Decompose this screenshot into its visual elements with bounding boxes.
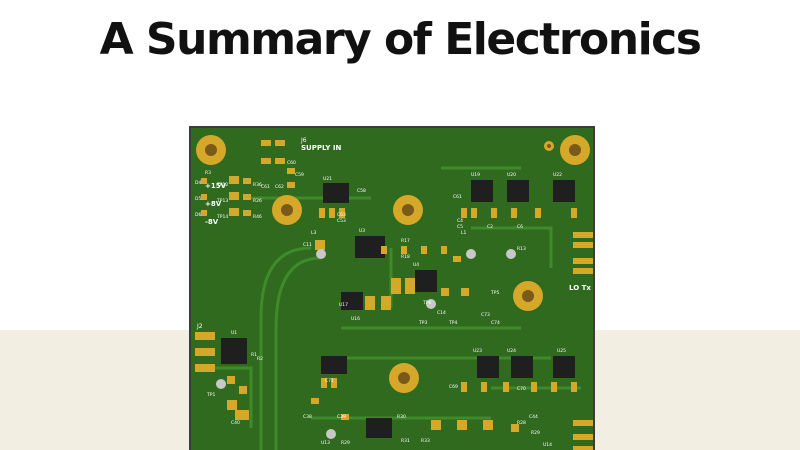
svg-text:C74: C74	[491, 320, 500, 326]
svg-text:C59: C59	[295, 172, 304, 178]
svg-text:TP6: TP6	[422, 300, 431, 306]
svg-text:C58: C58	[357, 188, 366, 194]
svg-text:U3: U3	[359, 228, 365, 234]
svg-text:R13: R13	[517, 246, 526, 252]
svg-text:R1: R1	[251, 352, 257, 358]
svg-text:D4: D4	[195, 180, 201, 186]
silk-rail-8v: +8V	[205, 200, 222, 208]
svg-text:U22: U22	[553, 172, 562, 178]
svg-text:C60: C60	[287, 160, 296, 166]
svg-text:TP3: TP3	[418, 320, 427, 326]
svg-text:C53: C53	[337, 218, 346, 224]
svg-text:C44: C44	[529, 414, 538, 420]
svg-text:C5: C5	[457, 224, 463, 230]
silk-refdes: R3 D4 D5 D6 TP12 TP13 TP14 R36 R26 R46 C…	[195, 160, 566, 448]
svg-text:TP4: TP4	[448, 320, 457, 326]
svg-text:D6: D6	[195, 212, 201, 218]
page-title: A Summary of Electronics	[99, 14, 702, 65]
svg-text:U4: U4	[413, 262, 419, 268]
svg-text:R2: R2	[257, 356, 263, 362]
svg-text:U17: U17	[339, 302, 348, 308]
svg-text:U20: U20	[507, 172, 516, 178]
svg-text:C61: C61	[261, 184, 270, 190]
svg-text:R18: R18	[401, 254, 410, 260]
pcb-image: J6 SUPPLY IN +15V +8V -8V LO Tx J2 R3 D4…	[189, 126, 595, 450]
svg-text:R28: R28	[517, 420, 526, 426]
svg-text:U23: U23	[473, 348, 482, 354]
svg-text:C69: C69	[449, 384, 458, 390]
svg-text:C11: C11	[303, 242, 312, 248]
svg-text:R31: R31	[401, 438, 410, 444]
silk-supply-in: SUPPLY IN	[301, 144, 341, 152]
svg-text:R29: R29	[341, 440, 350, 446]
svg-text:C40: C40	[231, 420, 240, 426]
svg-text:C73: C73	[481, 312, 490, 318]
svg-text:C4: C4	[457, 218, 463, 224]
test-points	[216, 249, 516, 439]
svg-text:U19: U19	[471, 172, 480, 178]
silk-rail-15v: +15V	[205, 182, 227, 190]
svg-text:R46: R46	[253, 214, 262, 220]
smd-pads	[195, 140, 593, 450]
svg-text:TP13: TP13	[216, 198, 228, 204]
mounting-holes	[196, 135, 590, 393]
svg-text:C70: C70	[517, 386, 526, 392]
svg-text:C63: C63	[337, 212, 346, 218]
svg-text:R17: R17	[401, 238, 410, 244]
svg-text:C2: C2	[487, 224, 493, 230]
svg-text:U25: U25	[557, 348, 566, 354]
svg-text:R3: R3	[205, 170, 211, 176]
svg-text:L3: L3	[311, 230, 317, 236]
svg-text:TP12: TP12	[216, 182, 228, 188]
svg-text:D5: D5	[195, 196, 201, 202]
svg-text:C38: C38	[303, 414, 312, 420]
svg-text:R33: R33	[421, 438, 430, 444]
silk-j6: J6	[300, 137, 307, 144]
pcb-artwork: J6 SUPPLY IN +15V +8V -8V LO Tx J2 R3 D4…	[191, 128, 593, 450]
svg-text:U14: U14	[543, 442, 552, 448]
svg-text:C6: C6	[517, 224, 523, 230]
svg-text:C61: C61	[453, 194, 462, 200]
svg-text:U16: U16	[351, 316, 360, 322]
silk-rail-neg8v: -8V	[205, 218, 219, 226]
silk-lo-tx: LO Tx	[569, 284, 591, 292]
svg-text:TP5: TP5	[490, 290, 499, 296]
svg-text:R29: R29	[531, 430, 540, 436]
svg-text:U24: U24	[507, 348, 516, 354]
svg-text:U13: U13	[321, 440, 330, 446]
svg-text:C39: C39	[337, 414, 346, 420]
svg-text:TP1: TP1	[206, 392, 215, 398]
svg-text:C14: C14	[437, 310, 446, 316]
svg-text:U1: U1	[231, 330, 237, 336]
svg-text:C71: C71	[325, 378, 334, 384]
svg-text:U21: U21	[323, 176, 332, 182]
silk-j2: J2	[196, 323, 203, 330]
svg-text:C62: C62	[275, 184, 284, 190]
svg-text:R36: R36	[253, 182, 262, 188]
svg-text:R26: R26	[253, 198, 262, 204]
copper-traces	[211, 166, 581, 450]
svg-text:TP14: TP14	[216, 214, 228, 220]
ic-packages	[221, 180, 575, 438]
svg-text:L1: L1	[461, 230, 467, 236]
svg-text:R30: R30	[397, 414, 406, 420]
